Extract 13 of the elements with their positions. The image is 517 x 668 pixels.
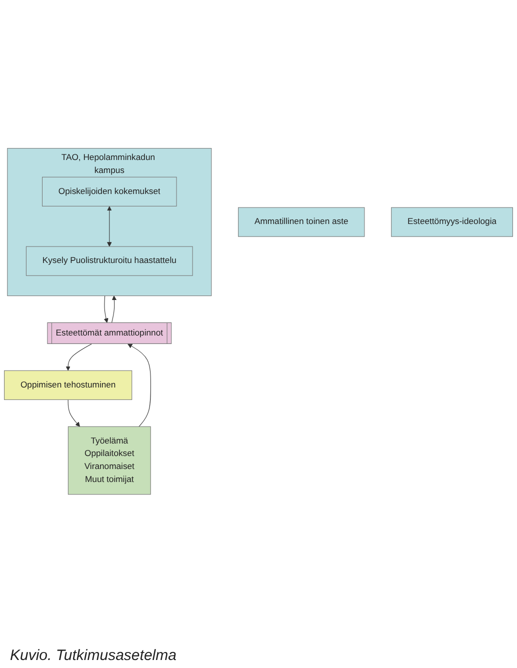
arrow [128,344,151,427]
arrow [66,344,92,371]
caption: Kuvio. Tutkimusasetelma [9,646,178,666]
node-box: Oppimisen tehostuminen [4,370,132,400]
node-box: Ammatillinen toinen aste [238,207,365,237]
node-box: Kysely Puolistrukturoitu haastattelu [26,246,193,276]
arrow [68,400,80,427]
node-box: Esteettömyys-ideologia [391,207,513,237]
arrow [104,296,108,324]
arrow [107,206,112,247]
node-box: Työelämä Oppilaitokset Viranomaiset Muut toimijat [68,426,151,495]
node-box: Opiskelijoiden kokemukset [42,176,177,207]
arrow [111,296,117,324]
